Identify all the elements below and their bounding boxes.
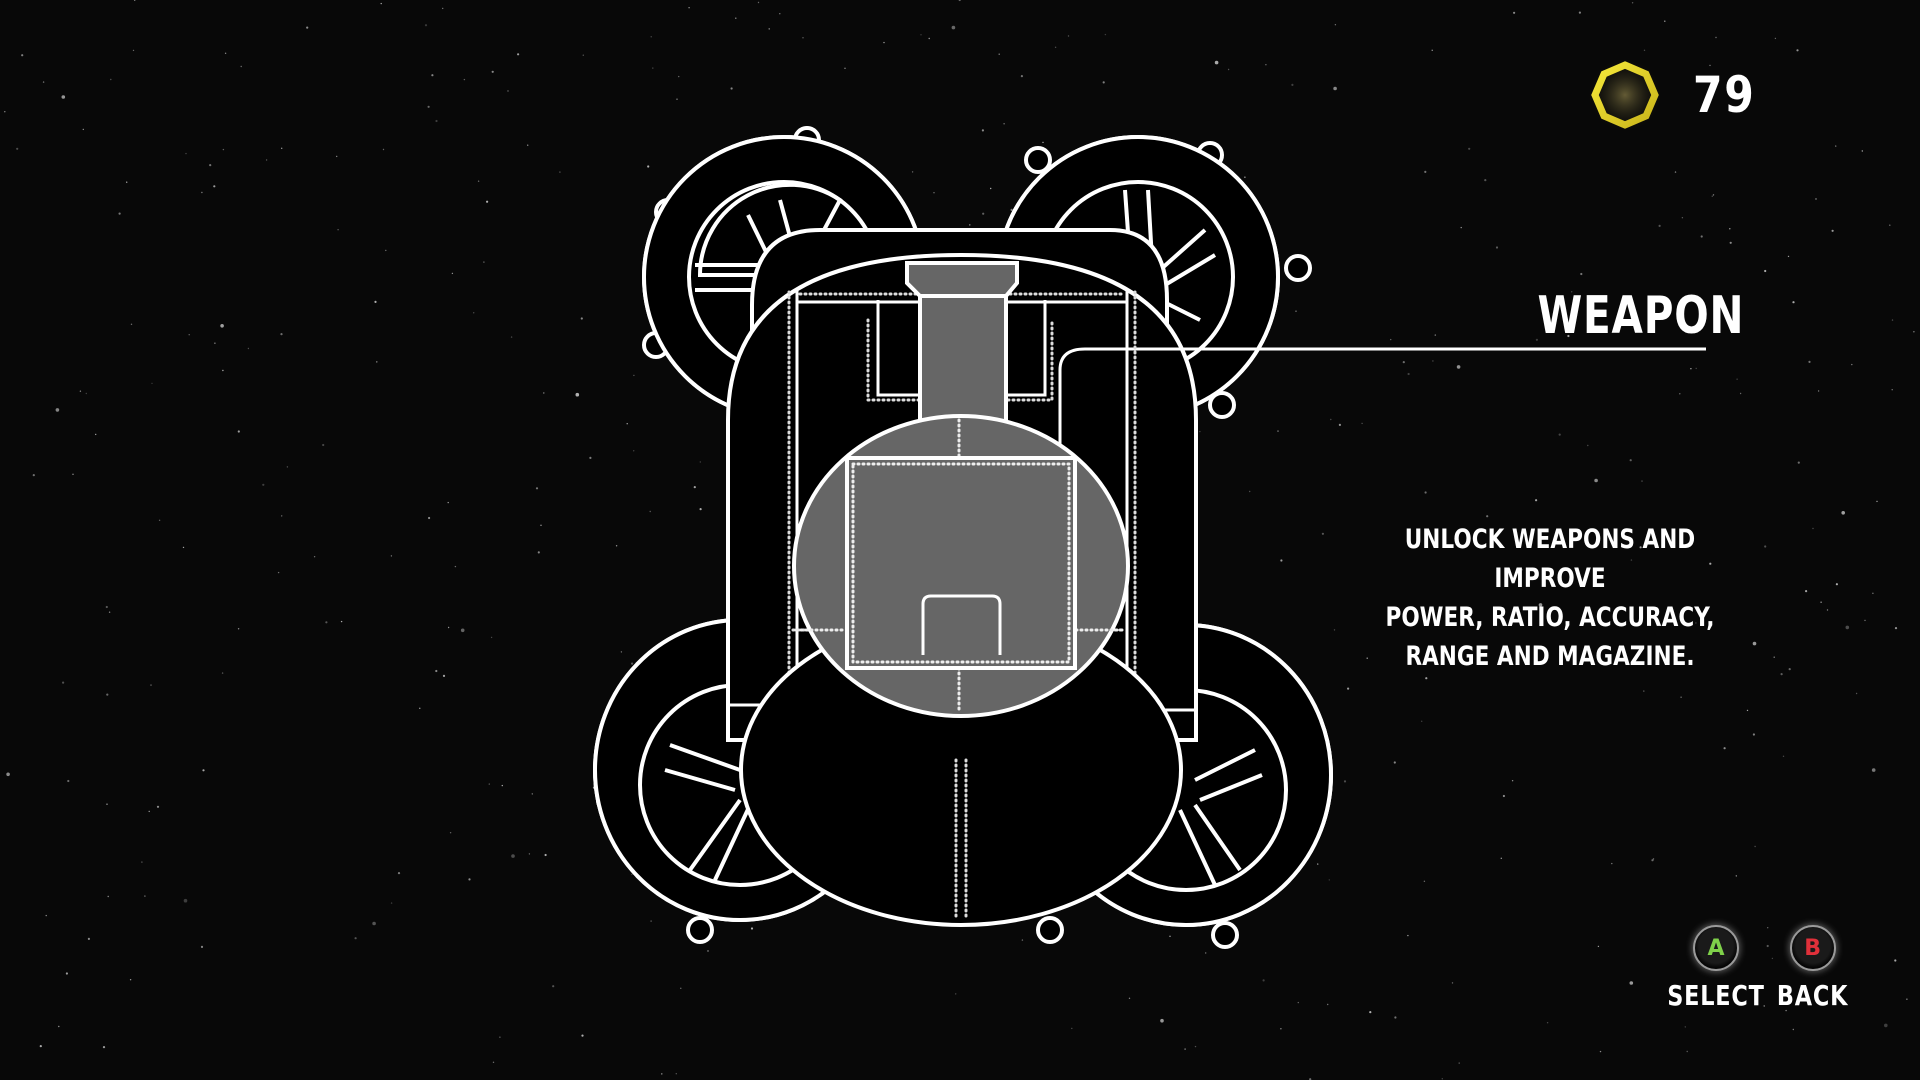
back-label: BACK bbox=[1776, 979, 1849, 1012]
octagon-coin-icon bbox=[1585, 55, 1665, 135]
weapon-slot-icon bbox=[921, 594, 1002, 655]
weapon-turret[interactable] bbox=[792, 414, 1130, 718]
select-hint[interactable]: A SELECT bbox=[1655, 925, 1777, 1012]
select-label: SELECT bbox=[1667, 979, 1765, 1012]
back-hint[interactable]: B BACK bbox=[1768, 925, 1857, 1012]
section-description: UNLOCK WEAPONS AND iMPROVE POWER, RATiO,… bbox=[1374, 520, 1726, 676]
description-line: POWER, RATiO, ACCURACY, bbox=[1385, 602, 1715, 633]
b-button-icon[interactable]: B bbox=[1789, 925, 1836, 971]
description-line: RANGE AND MAGAZiNE. bbox=[1405, 641, 1695, 672]
a-button-icon[interactable]: A bbox=[1692, 925, 1739, 971]
coin-count: 79 bbox=[1693, 66, 1756, 124]
description-line: UNLOCK WEAPONS AND iMPROVE bbox=[1404, 524, 1696, 594]
currency-display: 79 bbox=[1585, 55, 1767, 135]
section-title: WEAPON bbox=[1537, 286, 1745, 346]
